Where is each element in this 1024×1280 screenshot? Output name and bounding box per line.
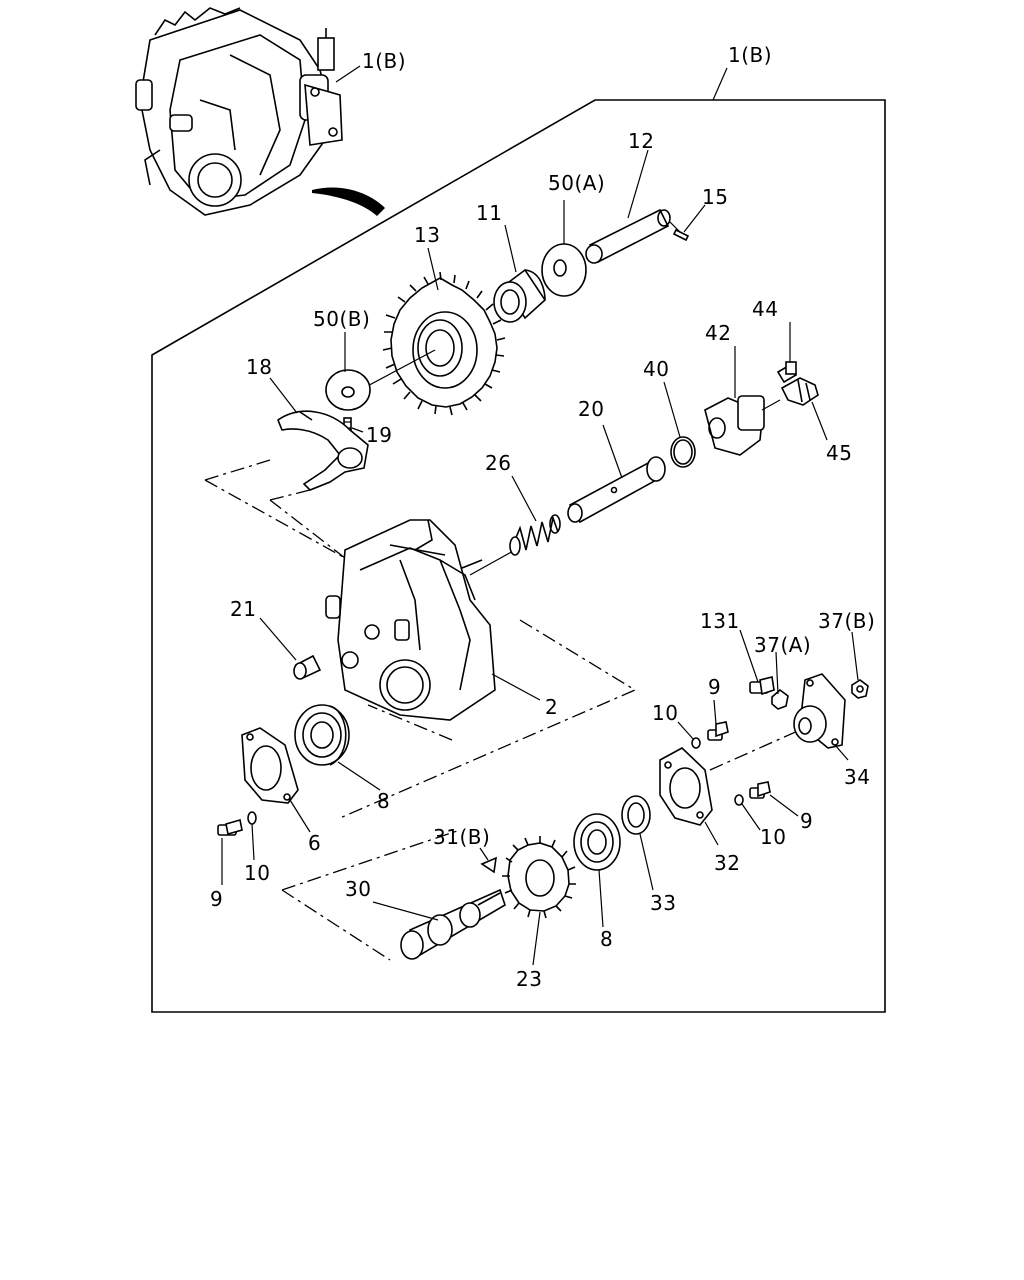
part-8-bearing-lower (573, 813, 621, 871)
curved-arrow (312, 187, 385, 216)
part-labels: 1(B) 1(B) 12 50(A) 15 13 11 50(B) 18 19 … (210, 43, 875, 991)
part-23-gear (502, 836, 576, 919)
label-34: 34 (844, 765, 870, 789)
leader-lines (221, 149, 859, 966)
part-37b-nut (851, 679, 869, 699)
part-44-bolt (776, 361, 798, 384)
label-44: 44 (752, 297, 778, 321)
alignment-line-output (281, 829, 461, 961)
label-50a: 50(A) (548, 171, 605, 195)
label-42: 42 (705, 321, 731, 345)
label-9-upper: 9 (708, 675, 721, 699)
label-20: 20 (578, 397, 604, 421)
label-8-upper: 8 (377, 789, 390, 813)
label-32: 32 (714, 851, 740, 875)
label-13: 13 (414, 223, 440, 247)
label-9-left: 9 (210, 887, 223, 911)
part-15-pin (672, 228, 690, 242)
label-1b-thumbnail: 1(B) (362, 49, 406, 73)
assembly-thumbnail (135, 7, 361, 216)
part-12-shaft (585, 208, 683, 264)
part-30-output-shaft (400, 888, 506, 960)
label-37a: 37(A) (754, 633, 811, 657)
part-42-cover (704, 395, 781, 456)
label-37b: 37(B) (818, 609, 875, 633)
part-50a-washer (541, 243, 587, 297)
label-21: 21 (230, 597, 256, 621)
part-37a-nut (771, 688, 789, 710)
label-10-right: 10 (760, 825, 786, 849)
part-6-gasket (241, 727, 299, 804)
part-9-bolt-upper (707, 721, 729, 741)
part-10-washer-upper (691, 737, 701, 749)
label-131: 131 (700, 609, 740, 633)
label-23: 23 (516, 967, 542, 991)
label-40: 40 (643, 357, 669, 381)
part-33-oil-seal (621, 795, 651, 835)
label-19: 19 (366, 423, 392, 447)
part-13-gear (359, 271, 506, 416)
label-6: 6 (308, 831, 321, 855)
label-45: 45 (826, 441, 852, 465)
label-10-upper: 10 (652, 701, 678, 725)
part-31b-key (480, 856, 497, 874)
part-10-washer-left (247, 811, 257, 825)
alignment-line-right (709, 729, 801, 771)
label-12: 12 (628, 129, 654, 153)
part-45-switch (780, 377, 819, 406)
part-21-bushing (293, 654, 322, 680)
diagram-frame (151, 99, 886, 1013)
part-50b-washer (325, 369, 371, 411)
part-20-shift-rod (567, 456, 666, 524)
part-9-bolt-left (217, 818, 243, 836)
part-32-bearing-retainer (659, 747, 713, 826)
label-26: 26 (485, 451, 511, 475)
label-15: 15 (702, 185, 728, 209)
label-8-lower: 8 (600, 927, 613, 951)
label-50b: 50(B) (313, 307, 370, 331)
label-10-left: 10 (244, 861, 270, 885)
part-26-spring (509, 514, 561, 556)
label-1b-frame: 1(B) (728, 43, 772, 67)
part-2-housing (325, 519, 516, 721)
label-2: 2 (545, 695, 558, 719)
label-30: 30 (345, 877, 371, 901)
label-18: 18 (246, 355, 272, 379)
label-11: 11 (476, 201, 502, 225)
part-8-bearing-upper (294, 704, 350, 766)
alignment-line-fork (204, 459, 346, 559)
part-34-end-cover (793, 673, 846, 749)
part-9-bolt-lower (749, 781, 771, 799)
label-31b: 31(B) (433, 825, 490, 849)
part-11-needle-bearing (493, 268, 547, 323)
alignment-line-shaft (339, 619, 637, 819)
label-33: 33 (650, 891, 676, 915)
part-10-washer-lower (734, 794, 744, 806)
part-18-shift-fork (277, 410, 369, 491)
part-40-o-ring (670, 436, 696, 468)
part-131-bolt (749, 676, 775, 696)
label-9-right: 9 (800, 809, 813, 833)
